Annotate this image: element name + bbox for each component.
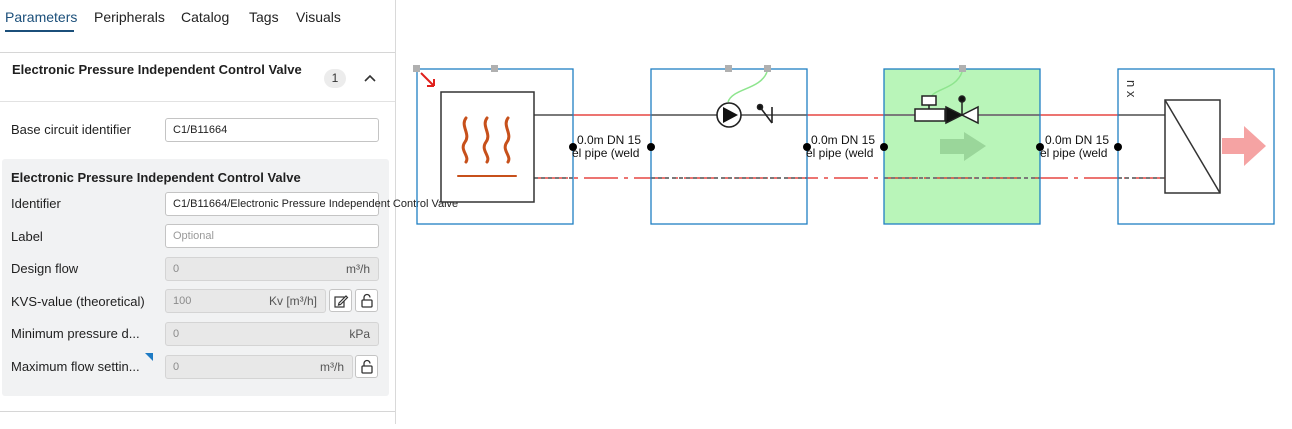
max-flow-input[interactable]: 0 m³/h: [165, 355, 353, 379]
diagram-canvas[interactable]: n x 0.0m DN 15 el pipe (weld 0.0m DN 15 …: [397, 0, 1292, 424]
schematic-svg: n x 0.0m DN 15 el pipe (weld 0.0m DN 15 …: [413, 65, 1275, 225]
pipe-label-3-line2: el pipe (weld: [1040, 146, 1107, 160]
control-valve-icon: [914, 95, 979, 125]
heater-handle-top[interactable]: [491, 65, 498, 72]
section-title: Electronic Pressure Independent Control …: [12, 62, 302, 77]
heater-icon: [457, 116, 517, 177]
tab-bar: Parameters Peripherals Catalog Tags Visu…: [0, 0, 395, 40]
flow-arrow-icon: [940, 132, 986, 161]
tab-tags[interactable]: Tags: [249, 9, 279, 25]
connector-2[interactable]: [647, 143, 655, 151]
label-input[interactable]: Optional: [165, 224, 379, 248]
design-flow-unit: m³/h: [346, 262, 370, 276]
unlock-icon: [361, 293, 373, 308]
design-flow-label: Design flow: [11, 261, 79, 276]
base-circuit-input[interactable]: C1/B11664: [165, 118, 379, 142]
kvs-lock-button[interactable]: [355, 289, 378, 312]
connection-points: [569, 143, 1122, 151]
connector-4[interactable]: [880, 143, 888, 151]
design-flow-input[interactable]: 0 m³/h: [165, 257, 379, 281]
min-pressure-label: Minimum pressure d...: [11, 326, 140, 341]
section-header[interactable]: Electronic Pressure Independent Control …: [0, 53, 395, 102]
valve-section: Electronic Pressure Independent Control …: [0, 52, 458, 412]
min-pressure-value: 0: [173, 328, 180, 340]
chevron-up-icon: [364, 74, 376, 82]
kvs-unit: Kv [m³/h]: [268, 294, 317, 308]
check-valve-icon: [756, 103, 773, 124]
pipe-label-1-line2: el pipe (weld: [572, 146, 639, 160]
base-circuit-label: Base circuit identifier: [11, 122, 131, 137]
count-badge: 1: [324, 69, 346, 88]
pump-signal-line: [727, 71, 768, 103]
tab-parameters[interactable]: Parameters: [5, 9, 78, 25]
exchanger-multiplier: n x: [1124, 80, 1139, 98]
connector-1[interactable]: [569, 143, 577, 151]
heat-exchanger-icon: [1164, 99, 1221, 194]
min-pressure-input[interactable]: 0 kPa: [165, 322, 379, 346]
info-corner-marker: [145, 353, 153, 361]
unlock-icon: [361, 359, 373, 374]
max-flow-unit: m³/h: [320, 360, 344, 374]
pump-handle-1[interactable]: [725, 65, 732, 72]
max-flow-label: Maximum flow settin...: [11, 359, 140, 374]
identifier-input[interactable]: C1/B11664/Electronic Pressure Independen…: [165, 192, 458, 216]
kvs-value: 100: [173, 295, 192, 307]
tab-visuals[interactable]: Visuals: [296, 9, 341, 25]
resize-arrow-icon[interactable]: [420, 72, 435, 87]
design-flow-value: 0: [173, 263, 180, 275]
edit-icon: [334, 295, 349, 308]
edit-button[interactable]: [329, 289, 352, 312]
pipe-label-1-line1: 0.0m DN 15: [577, 133, 641, 147]
connector-6[interactable]: [1114, 143, 1122, 151]
pump-box[interactable]: [650, 68, 808, 225]
valve-handle[interactable]: [959, 65, 966, 72]
collapse-button[interactable]: [360, 68, 380, 88]
valve-subgroup: Electronic Pressure Independent Control …: [2, 159, 458, 396]
subgroup-title: Electronic Pressure Independent Control …: [11, 170, 301, 185]
max-flow-lock-button[interactable]: [355, 355, 378, 378]
identifier-label: Identifier: [11, 196, 61, 211]
connector-5[interactable]: [1036, 143, 1044, 151]
label-field-label: Label: [11, 229, 43, 244]
connector-3[interactable]: [803, 143, 811, 151]
kvs-label: KVS-value (theoretical): [11, 294, 145, 309]
tab-catalog[interactable]: Catalog: [181, 9, 230, 25]
active-tab-indicator: [5, 30, 74, 32]
max-flow-value: 0: [173, 361, 180, 373]
pipe-label-3-line1: 0.0m DN 15: [1045, 133, 1109, 147]
pipe-label-2-line2: el pipe (weld: [806, 146, 873, 160]
properties-panel: Parameters Peripherals Catalog Tags Visu…: [0, 0, 458, 424]
heater-body: [440, 91, 535, 203]
output-arrow-icon: [1222, 126, 1266, 166]
heater-handle-tl[interactable]: [413, 65, 420, 72]
tab-peripherals[interactable]: Peripherals: [94, 9, 165, 25]
min-pressure-unit: kPa: [349, 327, 370, 341]
kvs-input[interactable]: 100 Kv [m³/h]: [165, 289, 326, 313]
pump-icon: [716, 102, 742, 128]
pipe-label-2-line1: 0.0m DN 15: [811, 133, 875, 147]
pump-handle-2[interactable]: [764, 65, 771, 72]
